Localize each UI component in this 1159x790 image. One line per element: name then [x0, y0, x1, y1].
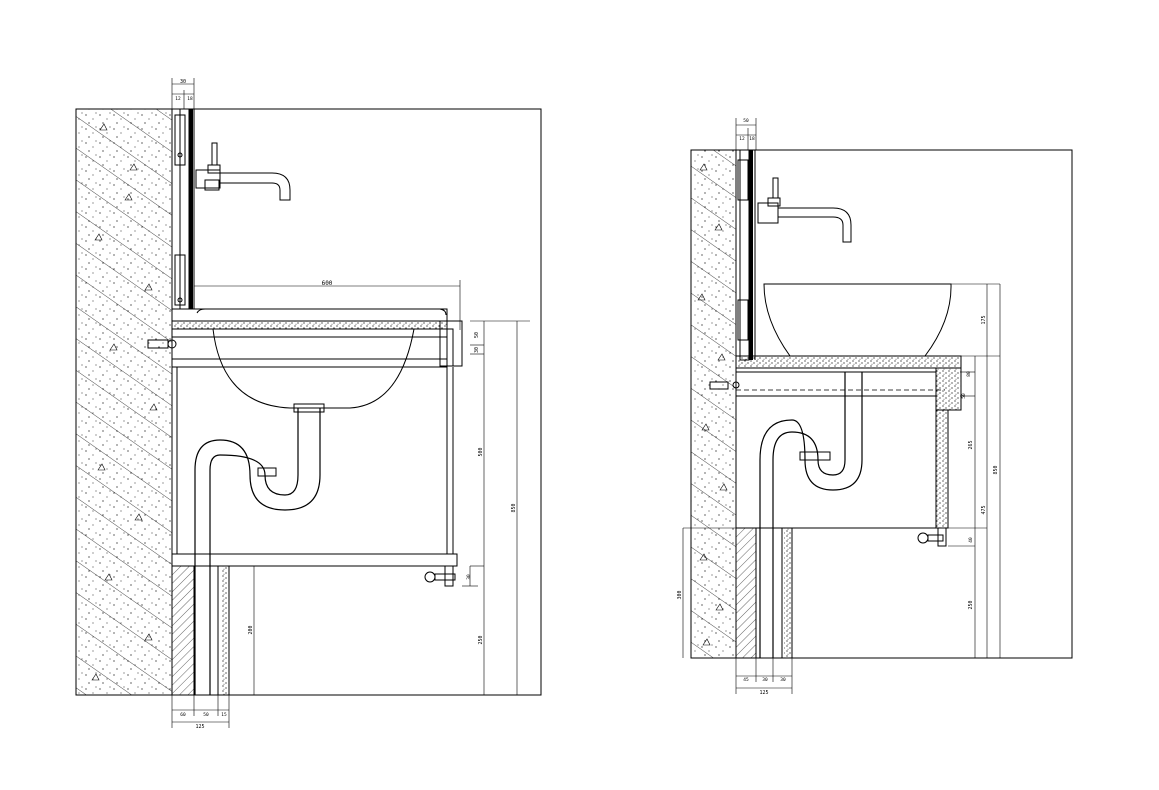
right-dim-toe: 250	[968, 600, 974, 609]
left-p-trap-icon	[194, 403, 325, 695]
left-cabinet-bottom	[171, 553, 458, 567]
left-dim-top-a: 12	[175, 96, 181, 102]
left-dim-bottom-a: 60	[180, 712, 186, 718]
left-right-dimension-chain	[462, 320, 530, 695]
right-cabinet	[735, 395, 937, 529]
right-dim-lower: 475	[981, 505, 987, 514]
right-bottom-dimension	[735, 658, 793, 694]
left-dim-plinth: 200	[248, 625, 254, 634]
left-wall-faucet-icon	[195, 142, 291, 201]
right-plinth-strip	[736, 528, 756, 658]
right-dim-plinth: 300	[677, 590, 683, 599]
right-dim-cabinet: 265	[968, 440, 974, 449]
left-plinth-strip	[172, 566, 194, 695]
right-top-dimension	[735, 118, 757, 150]
right-dim-top-c: 18	[749, 136, 755, 142]
left-dim-bottom-b: 50	[203, 712, 209, 718]
left-dim-right-small: 30	[466, 574, 472, 580]
right-vessel-bowl	[763, 283, 952, 357]
left-dim-counter: 50	[474, 332, 480, 338]
left-top-dimension	[171, 78, 195, 109]
right-p-trap-icon	[759, 372, 863, 658]
right-dim-top-b: 12	[739, 136, 745, 142]
left-wall-aggregate	[91, 123, 158, 681]
left-wall-anchor-icon	[147, 339, 177, 349]
left-dim-total: 850	[511, 503, 517, 512]
right-dim-bottom-c: 30	[780, 677, 786, 683]
right-angle-valve-icon	[917, 527, 947, 547]
right-wall-anchor-icon	[709, 381, 740, 390]
left-bottom-dimension	[171, 695, 230, 728]
left-dim-toe: 250	[478, 635, 484, 644]
left-dim-apron: 30	[474, 347, 480, 353]
left-dim-top-b: 18	[187, 96, 193, 102]
right-dim-bottom-a: 45	[743, 677, 749, 683]
right-dim-total: 850	[993, 465, 999, 474]
left-dim-bottom-total: 125	[195, 724, 204, 730]
left-dim-bottom-c: 15	[221, 712, 227, 718]
right-dim-bowl: 175	[981, 315, 987, 324]
left-undermount-basin	[212, 328, 415, 409]
left-countertop	[172, 321, 447, 329]
right-dim-apron: 50	[961, 393, 967, 399]
right-dim-counter: 80	[966, 371, 972, 377]
right-section-drawing: 50 12 18 175 80 50 265 475 850 40 250 30…	[677, 118, 1073, 696]
left-dim-basin-width: 600	[322, 280, 333, 287]
left-angle-valve-icon	[424, 565, 456, 587]
right-dim-bottom-total: 125	[759, 690, 768, 696]
left-top-shelf	[171, 308, 448, 322]
right-right-dimension-chain	[948, 284, 1001, 658]
left-dim-top-total: 30	[180, 79, 186, 85]
right-wall-faucet-icon	[757, 177, 852, 243]
right-dim-top-a: 50	[743, 118, 749, 124]
right-dim-bottom-b: 30	[762, 677, 768, 683]
right-dim-base-gap: 40	[968, 537, 974, 543]
left-section-drawing: 30 12 18 600 50 30 500 850 250 30 200	[75, 78, 542, 730]
left-dim-cabinet: 500	[478, 447, 484, 456]
right-countertop	[736, 356, 961, 368]
